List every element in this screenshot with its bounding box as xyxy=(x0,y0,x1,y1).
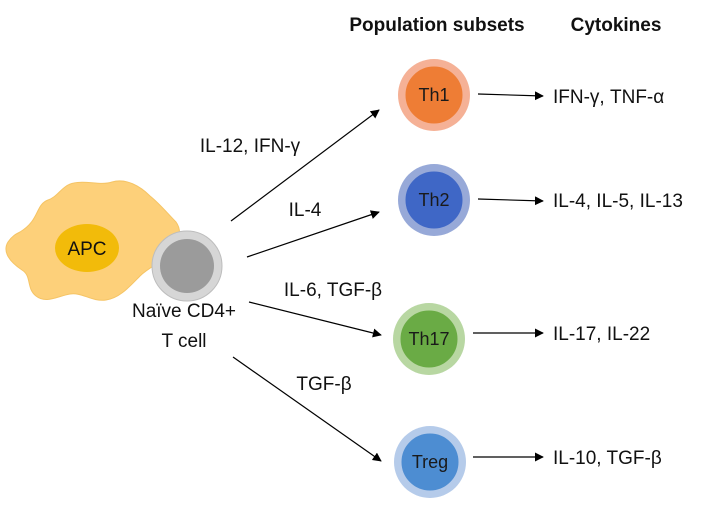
apc-label: APC xyxy=(67,239,106,260)
cytokines-treg: IL-10, TGF-β xyxy=(553,448,662,469)
header-population-subsets: Population subsets xyxy=(349,15,524,36)
naive-label-line2: T cell xyxy=(161,331,206,352)
arrow-naive-to-th1 xyxy=(230,109,380,222)
treg-cell: Treg xyxy=(394,426,466,498)
cytokines-th17: IL-17, IL-22 xyxy=(553,324,650,345)
th2-cell: Th2 xyxy=(398,164,470,236)
arrow-naive-to-th2 xyxy=(246,210,380,258)
treg-cell-nucleus xyxy=(401,433,459,491)
header-cytokines: Cytokines xyxy=(571,15,662,36)
inducer-label-treg: TGF-β xyxy=(296,374,351,395)
arrow-naive-to-treg xyxy=(232,356,382,462)
cytokines-th2: IL-4, IL-5, IL-13 xyxy=(553,191,683,212)
th17-cell: Th17 xyxy=(393,303,465,375)
naive-cell-nucleus xyxy=(160,239,214,293)
arrow-th1-to-cytokines xyxy=(477,91,544,101)
naive-label-line1: Naïve CD4+ xyxy=(132,301,236,322)
subset-label-th1: Th1 xyxy=(418,85,449,105)
arrow-naive-to-th17 xyxy=(248,301,382,338)
arrow-th2-to-cytokines xyxy=(477,196,544,206)
apc-cell: APC xyxy=(5,180,180,301)
inducer-label-th2: IL-4 xyxy=(289,200,322,221)
th17-cell-nucleus xyxy=(400,310,458,368)
cytokines-th1: IFN-γ, TNF-α xyxy=(553,87,664,108)
apc-nucleus xyxy=(55,224,119,272)
naive-t-cell: Naïve CD4+ T cell xyxy=(132,230,236,352)
subset-label-th17: Th17 xyxy=(408,329,449,349)
inducer-label-th17: IL-6, TGF-β xyxy=(284,280,382,301)
subset-label-th2: Th2 xyxy=(418,190,449,210)
th1-cell: Th1 xyxy=(398,59,470,131)
th1-cell-nucleus xyxy=(405,66,463,124)
subset-label-treg: Treg xyxy=(412,452,448,472)
inducer-label-th1: IL-12, IFN-γ xyxy=(200,136,301,157)
th2-cell-nucleus xyxy=(405,171,463,229)
